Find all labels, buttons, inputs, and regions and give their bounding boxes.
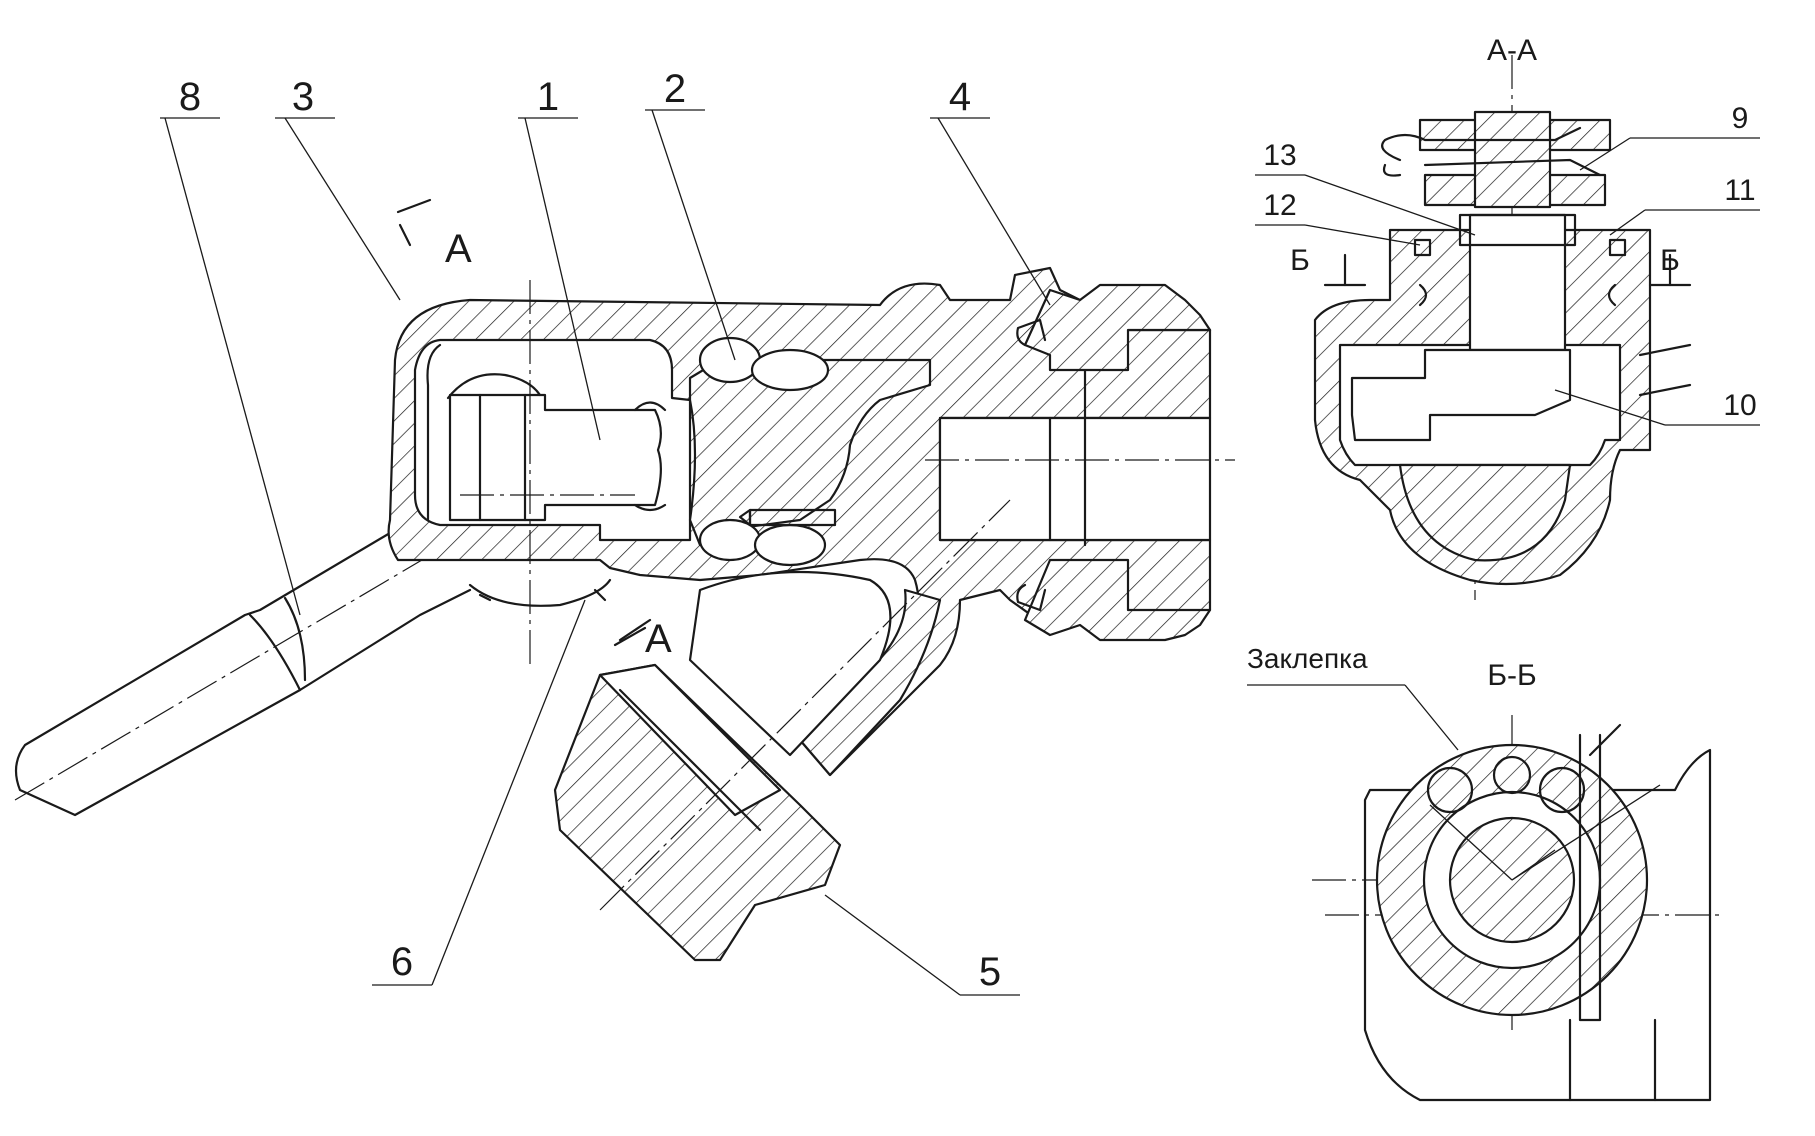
aa-ball: [1398, 463, 1572, 562]
section-aa-view: [1313, 55, 1692, 600]
valve-plug-2: [688, 358, 932, 547]
callout-10: 10: [1723, 389, 1756, 422]
callout-3: 3: [292, 75, 314, 119]
section-mark-b-left: Б: [1290, 244, 1310, 277]
outlet-bore: [938, 416, 1212, 542]
callout-13: 13: [1263, 139, 1296, 172]
callout-12: 12: [1263, 189, 1296, 222]
leader-lines-aa: [1255, 137, 1760, 426]
section-mark-a-upper: А: [445, 227, 472, 271]
leader-lines-bb: [1247, 684, 1459, 751]
view-title-aa: А-А: [1487, 34, 1537, 67]
callout-11: 11: [1724, 174, 1755, 207]
union-nut-4-lower: [1023, 558, 1212, 642]
rivet-note: Заклепка: [1247, 643, 1368, 674]
labels: 8 3 1 2 4 5 6 А А А-А Б-Б 9 11 10 13 12 …: [179, 34, 1757, 994]
union-nut-4: [1023, 283, 1212, 372]
balls: [698, 336, 830, 567]
aa-lever-bar: [1350, 348, 1572, 442]
hex-nut-5-face: [598, 663, 782, 817]
section-bb-view: [1312, 715, 1720, 1102]
callout-2: 2: [664, 67, 686, 111]
callout-4: 4: [949, 75, 971, 119]
leader-lines-main: [160, 109, 1051, 996]
section-mark-a-lower: А: [645, 617, 672, 661]
angled-outlet-bore: [688, 570, 892, 757]
ball-plug-1: [448, 393, 662, 522]
section-mark-b-right: Б: [1660, 244, 1680, 277]
callout-1: 1: [537, 75, 559, 119]
callout-8: 8: [179, 75, 201, 119]
angled-outlet-body: [798, 588, 942, 777]
callout-6: 6: [391, 940, 413, 984]
callout-5: 5: [979, 950, 1001, 994]
callout-9: 9: [1732, 102, 1749, 135]
main-section-view: [14, 198, 1235, 962]
view-title-bb: Б-Б: [1487, 659, 1536, 692]
